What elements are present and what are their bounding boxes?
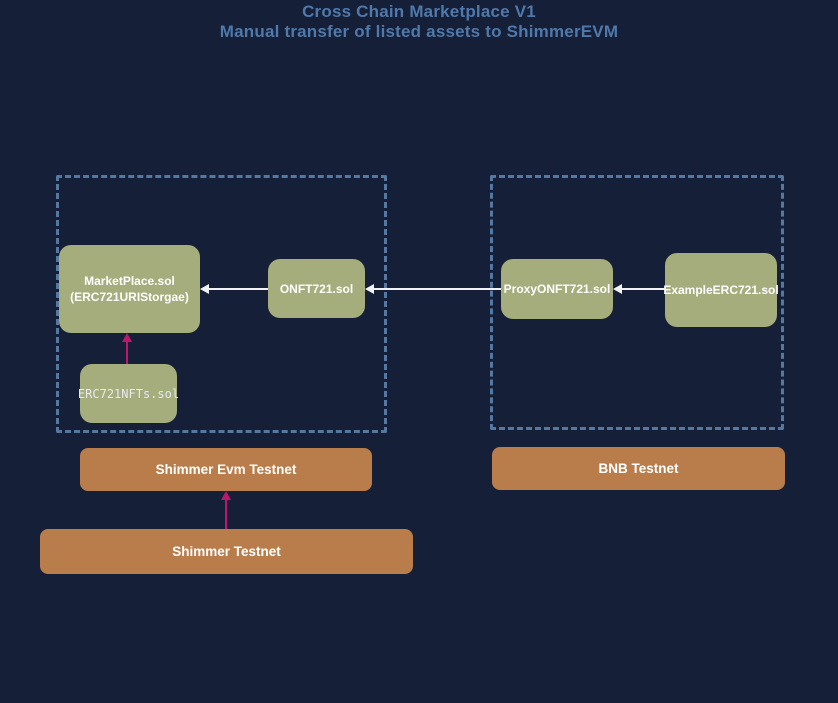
title-line1: Cross Chain Marketplace V1: [302, 2, 536, 21]
node-proxyonft721: ProxyONFT721.sol: [501, 259, 613, 319]
arrow-onft-to-marketplace-head-icon: [200, 284, 209, 294]
node-proxyonft721-label: ProxyONFT721.sol: [503, 282, 611, 296]
arrow-example-to-proxy-head-icon: [613, 284, 622, 294]
node-erc721nfts-label: ERC721NFTs.sol: [77, 386, 180, 401]
group-bnb: [490, 175, 784, 430]
chain-shimmer-label: Shimmer Testnet: [172, 544, 281, 559]
arrow-erc721nfts-to-marketplace-line: [126, 341, 128, 364]
arrow-proxy-to-onft-head-icon: [365, 284, 374, 294]
arrow-shimmer-to-shimmerevm-head-icon: [221, 491, 231, 500]
chain-bnb-testnet: BNB Testnet: [492, 447, 785, 490]
node-erc721nfts: ERC721NFTs.sol: [77, 364, 180, 423]
arrow-onft-to-marketplace-line: [209, 288, 268, 290]
title-line2: Manual transfer of listed assets to Shim…: [219, 22, 619, 41]
node-marketplace: MarketPlace.sol (ERC721URIStorgae): [59, 245, 200, 333]
diagram-title: Cross Chain Marketplace V1 Manual transf…: [0, 2, 838, 42]
node-marketplace-label-line1: MarketPlace.sol: [84, 274, 175, 288]
arrow-example-to-proxy-line: [622, 288, 665, 290]
node-onft721-label: ONFT721.sol: [279, 281, 354, 296]
node-exampleerc721: ExampleERC721.sol: [663, 253, 779, 327]
chain-shimmer-evm-label: Shimmer Evm Testnet: [155, 462, 297, 477]
arrow-shimmer-to-shimmerevm-line: [225, 499, 227, 529]
chain-shimmer-evm-testnet: Shimmer Evm Testnet: [80, 448, 372, 491]
group-shimmer-evm: [56, 175, 387, 433]
node-onft721: ONFT721.sol: [268, 259, 365, 318]
chain-shimmer-testnet: Shimmer Testnet: [40, 529, 413, 574]
arrow-proxy-to-onft-line: [374, 288, 501, 290]
arrow-erc721nfts-to-marketplace-head-icon: [122, 333, 132, 342]
node-exampleerc721-label: ExampleERC721.sol: [663, 283, 779, 297]
node-marketplace-label-line2: (ERC721URIStorgae): [70, 290, 189, 304]
chain-bnb-label: BNB Testnet: [598, 461, 679, 476]
